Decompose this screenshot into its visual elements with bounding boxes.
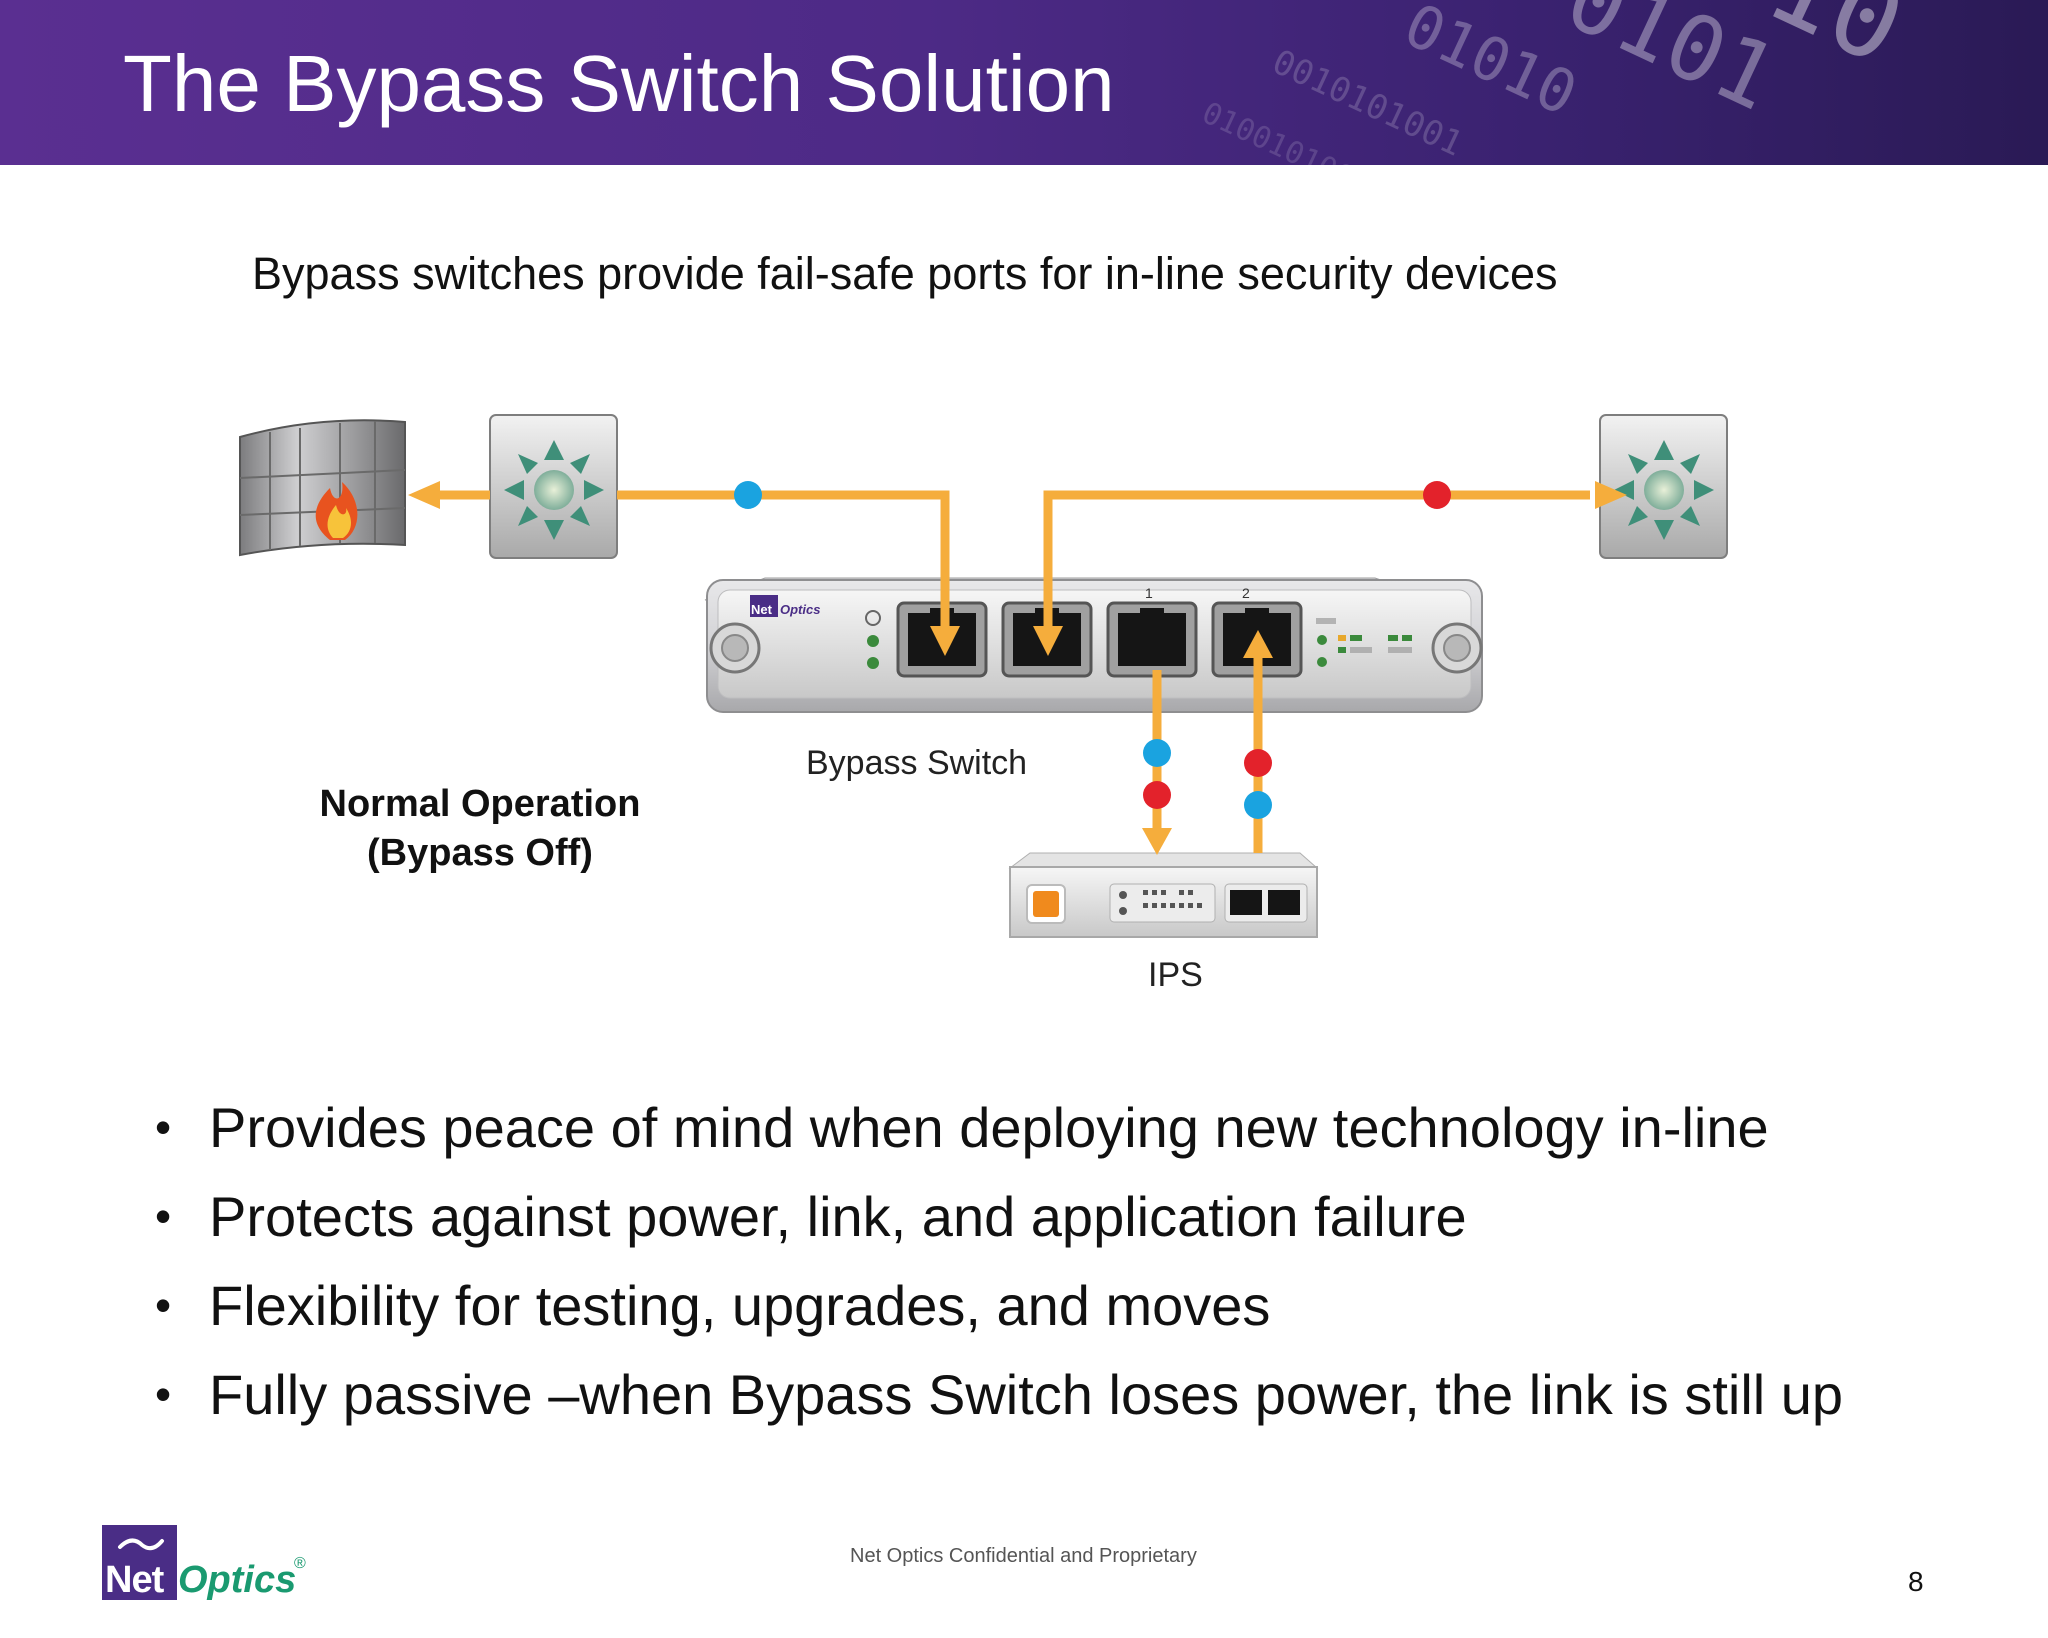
device-brand-net: Net xyxy=(751,602,773,617)
bullet-item: Fully passive –when Bypass Switch loses … xyxy=(155,1350,1843,1439)
logo-net-text: Net xyxy=(105,1559,164,1601)
packet-dot-blue xyxy=(1143,739,1171,767)
bypass-switch-device: Net Optics 1 2 xyxy=(704,577,1483,713)
arrowheads xyxy=(408,481,1627,855)
port-3 xyxy=(1106,601,1198,678)
bypass-switch-label: Bypass Switch xyxy=(806,744,1028,782)
firewall-icon xyxy=(239,419,406,557)
mode-label-line1: Normal Operation xyxy=(319,783,641,825)
bullet-list: Provides peace of mind when deploying ne… xyxy=(155,1083,1843,1439)
bullet-item: Provides peace of mind when deploying ne… xyxy=(155,1083,1843,1172)
slide-header: 0010101001 01001010010 01010 0101 10 The… xyxy=(0,0,2048,165)
operation-mode-label: Normal Operation (Bypass Off) xyxy=(290,780,670,878)
logo-box: Net xyxy=(102,1525,177,1601)
bullet-item: Protects against power, link, and applic… xyxy=(155,1172,1843,1261)
slide-title: The Bypass Switch Solution xyxy=(123,39,1115,128)
slide-subtitle: Bypass switches provide fail-safe ports … xyxy=(252,248,1558,299)
ips-label: IPS xyxy=(1148,956,1203,994)
arrowhead-port1 xyxy=(930,626,960,656)
confidential-footer: Net Optics Confidential and Proprietary xyxy=(850,1545,1197,1567)
arrowhead-port4 xyxy=(1243,630,1273,658)
mode-label-line2: (Bypass Off) xyxy=(367,832,593,874)
packet-dot-blue xyxy=(734,481,762,509)
left-network-switch-icon xyxy=(489,414,618,559)
arrowhead-ips xyxy=(1142,828,1172,855)
bullet-item: Flexibility for testing, upgrades, and m… xyxy=(155,1261,1843,1350)
binary-watermark: 0010101001 01001010010 01010 0101 10 xyxy=(1197,0,1924,165)
right-network-switch-icon xyxy=(1599,414,1728,559)
arrowhead-port2 xyxy=(1033,626,1063,656)
port-number-1: 1 xyxy=(1145,585,1153,601)
logo-optics-text: Optics xyxy=(178,1559,297,1601)
page-number: 8 xyxy=(1908,1566,1924,1597)
packet-dot-blue xyxy=(1244,791,1272,819)
net-optics-logo: Net Optics ® xyxy=(102,1525,322,1605)
arrowhead-firewall xyxy=(408,481,440,509)
arrowhead-right-switch xyxy=(1595,481,1627,509)
port-number-2: 2 xyxy=(1242,585,1250,601)
logo-registered-mark: ® xyxy=(294,1555,306,1572)
device-brand-optics: Optics xyxy=(780,602,820,617)
packet-dot-red xyxy=(1423,481,1451,509)
flow-port2-to-right xyxy=(1043,490,1590,640)
logo-swoosh-icon xyxy=(118,1538,164,1551)
ips-device xyxy=(1008,852,1319,938)
packet-dot-red xyxy=(1143,781,1171,809)
flow-left-to-port1 xyxy=(617,490,950,640)
packet-dot-red xyxy=(1244,749,1272,777)
